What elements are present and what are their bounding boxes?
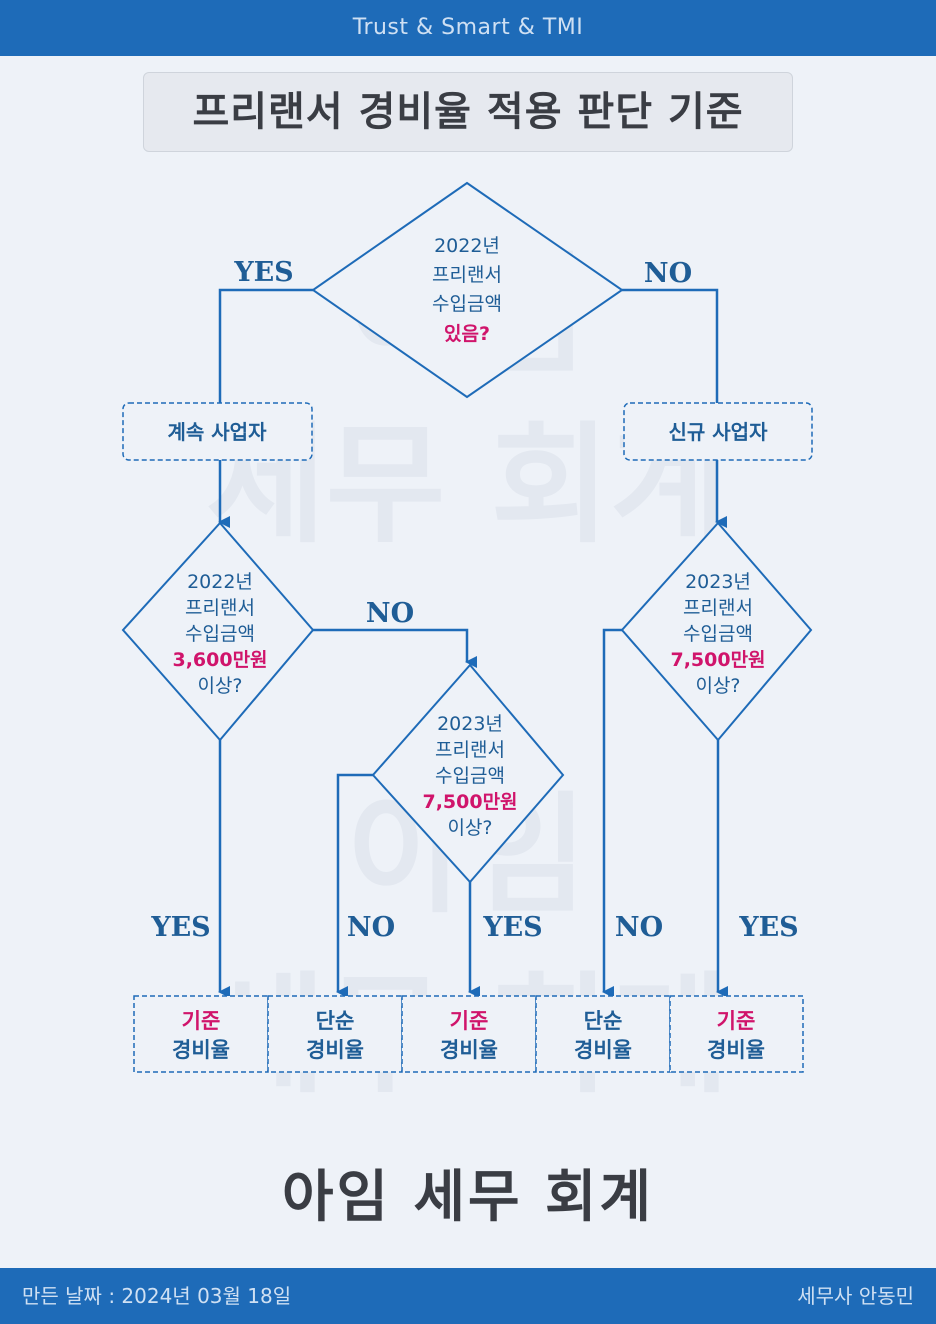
d1-yes-label: YES (233, 257, 293, 288)
d4-line3: 수입금액 (683, 623, 753, 645)
result-box-3 (401, 995, 537, 1073)
created-date: 만든 날짜 : 2024년 03월 18일 (22, 1284, 292, 1308)
result-3-line1: 기준 (450, 1009, 489, 1033)
d3-tail: 이상? (447, 817, 492, 839)
decision-3-text: 2023년 프리랜서 수입금액 7,500만원 이상? (422, 713, 517, 839)
result-2-line1: 단순 (316, 1009, 355, 1033)
d3-yes-label: YES (482, 912, 542, 943)
d2-line2: 프리랜서 (185, 597, 255, 619)
d3-line2: 프리랜서 (435, 739, 505, 761)
d1-line3: 수입금액 (432, 293, 502, 315)
d4-tail: 이상? (695, 675, 740, 697)
d1-no-label: NO (644, 258, 692, 289)
decision-1-text: 2022년 프리랜서 수입금액 있음? (432, 235, 502, 345)
decision-diamond-2 (121, 521, 315, 742)
d4-highlight: 7,500만원 (670, 649, 765, 671)
connectors (218, 288, 728, 998)
d2-line1: 2022년 (187, 571, 253, 593)
new-business-box (623, 402, 813, 461)
d2-highlight: 3,600만원 (172, 649, 267, 671)
result-1-line1: 기준 (182, 1009, 221, 1033)
result-4-line2: 경비율 (574, 1038, 632, 1062)
d2-yes-label: YES (150, 912, 210, 943)
d4-line2: 프리랜서 (683, 597, 753, 619)
diamonds (121, 181, 813, 884)
connector-d1-yes (218, 288, 313, 403)
result-5-line2: 경비율 (707, 1038, 765, 1062)
author: 세무사 안동민 (797, 1284, 914, 1308)
continuing-business-box (122, 402, 313, 461)
d4-no-label: NO (615, 912, 663, 943)
decision-diamond-3 (371, 663, 565, 884)
result-3-line2: 경비율 (440, 1038, 498, 1062)
result-4-line1: 단순 (584, 1009, 623, 1033)
d3-no-label: NO (347, 912, 395, 943)
d3-line3: 수입금액 (435, 765, 505, 787)
result-box-5 (669, 995, 804, 1073)
d2-tail: 이상? (197, 675, 242, 697)
result-box-2 (267, 995, 403, 1073)
title-box: 프리랜서 경비율 적용 판단 기준 (143, 72, 793, 152)
decision-diamond-1 (311, 181, 624, 399)
arrow-d3-no (336, 773, 373, 998)
d4-line1: 2023년 (685, 571, 751, 593)
result-2-line2: 경비율 (306, 1038, 364, 1062)
d3-line1: 2023년 (437, 713, 503, 735)
result-row: 기준 경비율 단순 경비율 기준 경비율 단순 경비율 기준 경비율 (133, 995, 804, 1073)
decision-diamond-4 (620, 521, 813, 742)
decision-2-text: 2022년 프리랜서 수입금액 3,600만원 이상? (172, 571, 267, 697)
d2-line3: 수입금액 (185, 623, 255, 645)
d3-highlight: 7,500만원 (422, 791, 517, 813)
page-title: 프리랜서 경비율 적용 판단 기준 (192, 89, 744, 135)
d4-yes-label: YES (738, 912, 798, 943)
branch-labels: YES NO NO YES NO YES NO YES (150, 257, 798, 943)
continuing-business-label: 계속 사업자 (168, 420, 268, 444)
result-5-line1: 기준 (717, 1009, 756, 1033)
arrow-d4-no (602, 628, 622, 998)
footer-bar: 만든 날짜 : 2024년 03월 18일 세무사 안동민 (0, 1268, 936, 1324)
header-bar: Trust & Smart & TMI (0, 0, 936, 56)
result-1-line2: 경비율 (172, 1038, 230, 1062)
d1-line2: 프리랜서 (432, 264, 502, 286)
d1-highlight: 있음? (444, 323, 490, 345)
new-business-label: 신규 사업자 (669, 420, 769, 444)
header-tagline: Trust & Smart & TMI (352, 15, 584, 40)
d2-no-label: NO (366, 598, 414, 629)
connector-d1-no (622, 288, 719, 403)
arrow-d2-no (313, 628, 477, 668)
company-name: 아임 세무 회계 (281, 1165, 655, 1230)
d1-line1: 2022년 (434, 235, 500, 257)
decision-4-text: 2023년 프리랜서 수입금액 7,500만원 이상? (670, 571, 765, 697)
result-box-1 (133, 995, 269, 1073)
